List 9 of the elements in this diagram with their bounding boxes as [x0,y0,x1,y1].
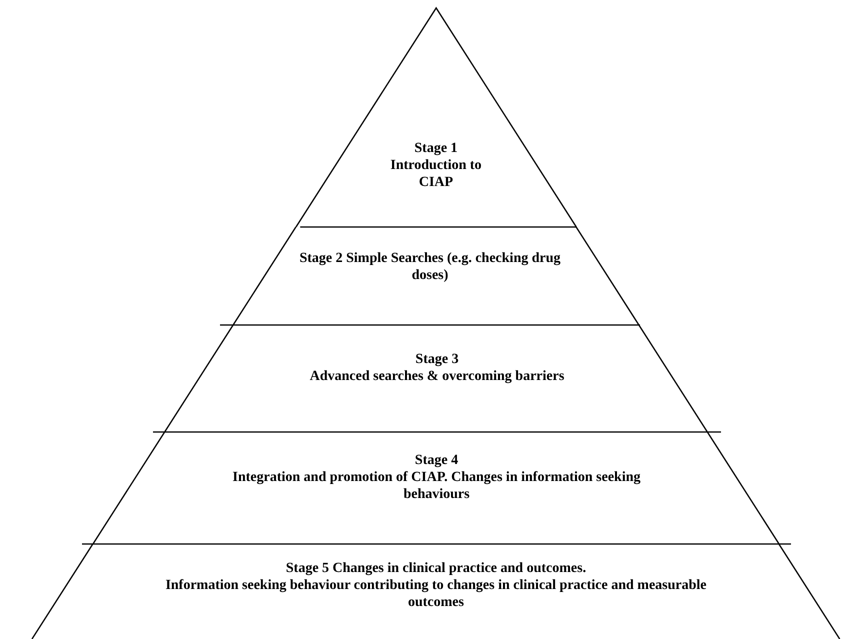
stage-description: Information seeking behaviour contributing to changes in clinical practice and measurable outcomes [164,577,708,611]
stage-heading: Stage 4 [414,452,460,469]
stage-heading: Stage 1 [413,140,459,157]
stage-description: Integration and promotion of CIAP. Changes in information seeking behaviours [232,469,642,503]
stage-description: Advanced searches & overcoming barriers [308,368,566,385]
stage-heading: Stage 5 Changes in clinical practice and outcomes. [284,560,588,577]
stage-heading: Stage 3 [414,351,460,368]
stage-description: Introduction to CIAP [389,157,483,191]
stage-description: Stage 2 Simple Searches (e.g. checking drug doses) [298,250,562,284]
